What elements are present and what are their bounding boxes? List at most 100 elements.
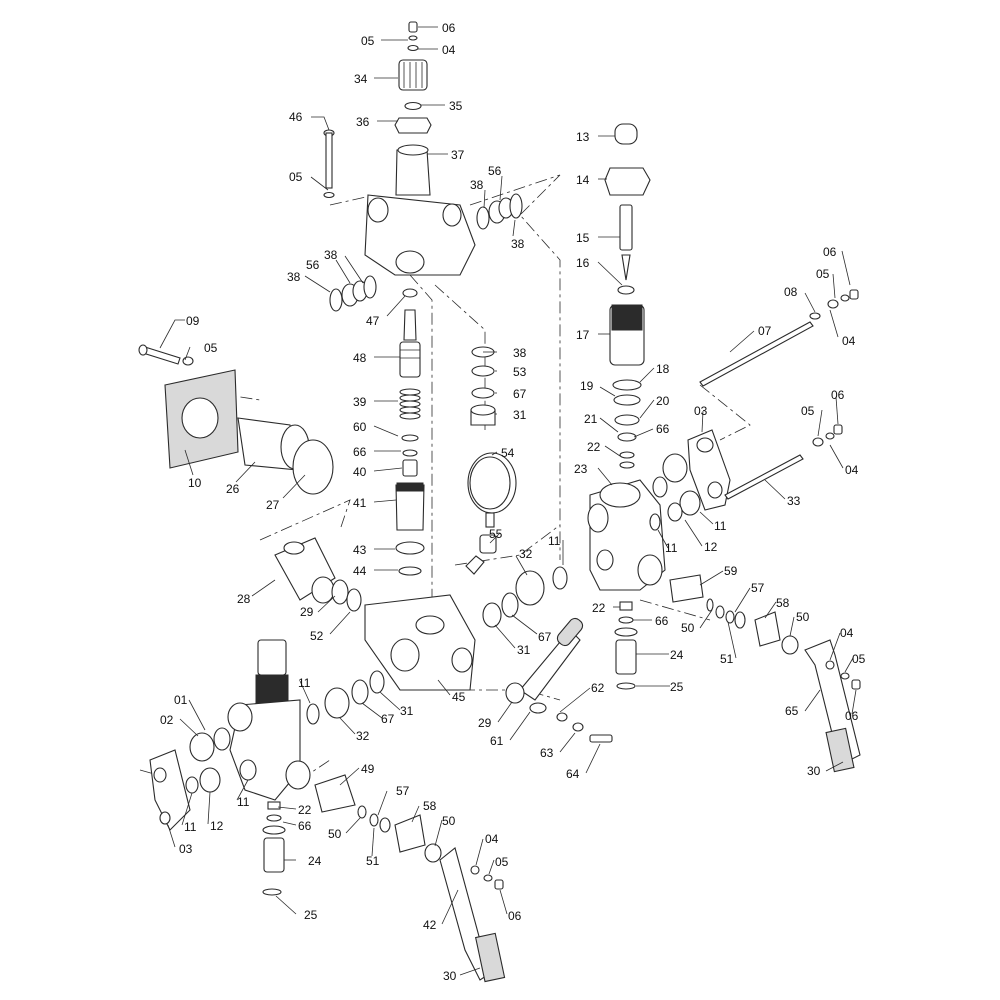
callout-04: 04 [442,43,456,57]
callout-05: 05 [801,404,815,418]
callout-05: 05 [204,341,218,355]
callout-14: 14 [576,173,590,187]
callout-50: 50 [328,827,342,841]
center-lever-61 [505,617,613,743]
seal-stack-upper-left [329,275,377,312]
callout-24: 24 [308,854,322,868]
callout-66: 66 [655,614,669,628]
lower-lever-group [262,774,506,983]
callout-19: 19 [580,379,594,393]
body-45 [364,594,476,691]
callout-37: 37 [451,148,465,162]
callout-04: 04 [842,334,856,348]
seal-stack-upper-right [476,193,523,230]
callout-33: 33 [787,494,801,508]
callout-06: 06 [845,709,859,723]
callout-22: 22 [298,803,312,817]
center-valve-stack [395,288,425,576]
callout-34: 34 [354,72,368,86]
callout-67: 67 [538,630,552,644]
callout-02: 02 [160,713,174,727]
callout-66: 66 [656,422,670,436]
callout-59: 59 [724,564,738,578]
knob-34 [398,59,428,91]
callout-11: 11 [714,519,727,533]
pin-46 [323,129,335,199]
callout-46: 46 [289,110,303,124]
callout-18: 18 [656,362,670,376]
leader-lines [159,26,857,976]
callout-42: 42 [423,918,437,932]
callout-31: 31 [517,643,531,657]
callout-45: 45 [452,690,466,704]
callout-03: 03 [694,404,708,418]
callout-32: 32 [519,547,533,561]
lower-left-bracket [149,749,191,831]
valve-body-23 [587,479,666,591]
callout-35: 35 [449,99,463,113]
callout-10: 10 [188,476,202,490]
callout-66: 66 [353,445,367,459]
cap-06 [408,21,418,33]
callout-39: 39 [353,395,367,409]
callout-22: 22 [587,440,601,454]
callout-53: 53 [513,365,527,379]
callout-43: 43 [353,543,367,557]
callout-04: 04 [845,463,859,477]
callout-11: 11 [298,676,311,690]
callout-57: 57 [396,784,410,798]
callout-11: 11 [237,795,250,809]
callout-06: 06 [823,245,837,259]
callout-31: 31 [400,704,414,718]
callout-38: 38 [324,248,338,262]
callout-50: 50 [442,814,456,828]
callout-52: 52 [310,629,324,643]
callout-58: 58 [423,799,437,813]
callout-labels: 06 05 04 34 35 36 37 46 05 38 56 38 38 5… [160,21,866,983]
callout-05: 05 [361,34,375,48]
callout-49: 49 [361,762,375,776]
callout-05: 05 [495,855,509,869]
oring-27 [292,439,334,495]
callout-12: 12 [210,819,224,833]
middle-seal-set [482,566,568,628]
callout-38: 38 [511,237,525,251]
callout-04: 04 [840,626,854,640]
callout-65: 65 [785,704,799,718]
callout-38: 38 [287,270,301,284]
cage-41 [395,484,425,531]
callout-01: 01 [174,693,188,707]
callout-06: 06 [442,21,456,35]
right-seal-column [470,346,496,426]
callout-11: 11 [184,820,197,834]
callout-25: 25 [670,680,684,694]
callout-48: 48 [353,351,367,365]
callout-64: 64 [566,767,580,781]
callout-67: 67 [513,387,527,401]
gauge-54 [467,452,517,528]
callout-26: 26 [226,482,240,496]
callout-32: 32 [356,729,370,743]
callout-24: 24 [670,648,684,662]
callout-62: 62 [591,681,605,695]
stem-37 [395,149,431,196]
callout-63: 63 [540,746,554,760]
callout-66: 66 [298,819,312,833]
callout-60: 60 [353,420,367,434]
callout-11: 11 [548,534,561,548]
callout-07: 07 [758,324,772,338]
callout-47: 47 [366,314,380,328]
nut-36 [394,117,432,134]
callout-29: 29 [300,605,314,619]
spring-39 [399,388,421,420]
callout-22: 22 [592,601,606,615]
top-valve-head [364,21,476,276]
callout-06: 06 [831,388,845,402]
callout-09: 09 [186,314,200,328]
callout-13: 13 [576,130,590,144]
callout-29: 29 [478,716,492,730]
callout-21: 21 [584,412,598,426]
plug-28 [274,537,362,612]
lower-left-valve [185,639,385,801]
